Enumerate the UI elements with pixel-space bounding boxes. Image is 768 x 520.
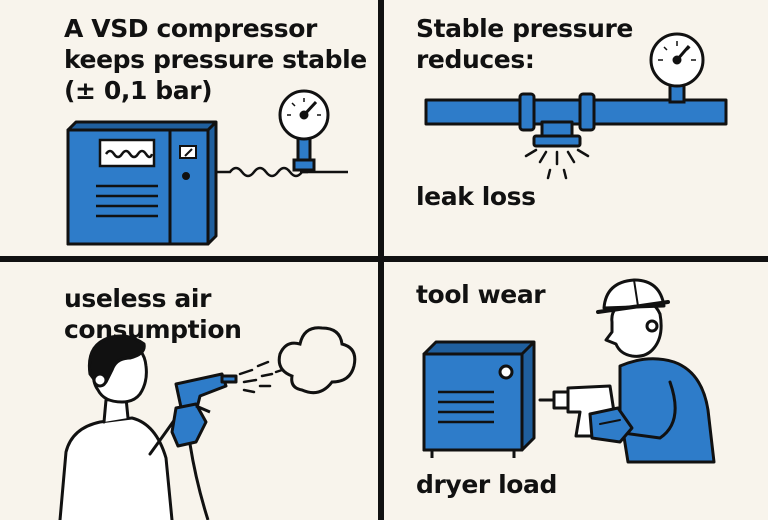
pressure-gauge-icon — [649, 32, 705, 104]
air-gun-user-illustration — [58, 326, 357, 520]
pipe-leak-illustration — [424, 32, 728, 180]
panel-title-line-1: Stable pressure — [416, 14, 633, 43]
pressure-gauge-icon — [278, 89, 330, 172]
air-cloud-icon — [277, 326, 357, 395]
panel-text-line-3: (± 0,1 bar) — [64, 76, 213, 105]
compressor-meter-icon — [179, 145, 197, 180]
horizontal-divider — [0, 256, 768, 262]
panel-tool-wear: tool wear dryer load — [384, 262, 768, 520]
air-gun-icon — [170, 372, 238, 520]
panel-air-consumption: useless air consumption — [0, 262, 378, 520]
panel-stable-pressure: Stable pressure reduces: leak loss — [384, 0, 768, 256]
dryer-load-caption: dryer load — [416, 470, 558, 499]
worker-icon — [588, 278, 716, 464]
compressor-vent-lines-icon — [96, 184, 158, 218]
leak-spray-icon — [524, 148, 590, 180]
panel-text-line-2: keeps pressure stable — [64, 45, 367, 74]
panel-title-line-2: reduces: — [416, 45, 535, 74]
panel-text-line-1: useless air — [64, 284, 211, 313]
panel-text-line-2: consumption — [64, 315, 242, 344]
pipe-icon — [424, 92, 728, 148]
drill-icon — [538, 384, 616, 438]
compressor-display-icon — [98, 138, 156, 168]
air-spray-icon — [238, 360, 284, 394]
vsd-compressor-illustration — [66, 89, 348, 246]
panel-vsd-compressor: A VSD compressor keeps pressure stable (… — [0, 0, 378, 256]
wavy-pressure-line-icon — [216, 166, 348, 178]
dryer-and-worker-illustration — [422, 278, 716, 464]
tool-wear-title: tool wear — [416, 280, 546, 309]
dryer-unit-icon — [422, 340, 536, 458]
panel-text-line-1: A VSD compressor — [64, 14, 317, 43]
person-icon — [58, 334, 182, 520]
leak-loss-caption: leak loss — [416, 182, 536, 211]
